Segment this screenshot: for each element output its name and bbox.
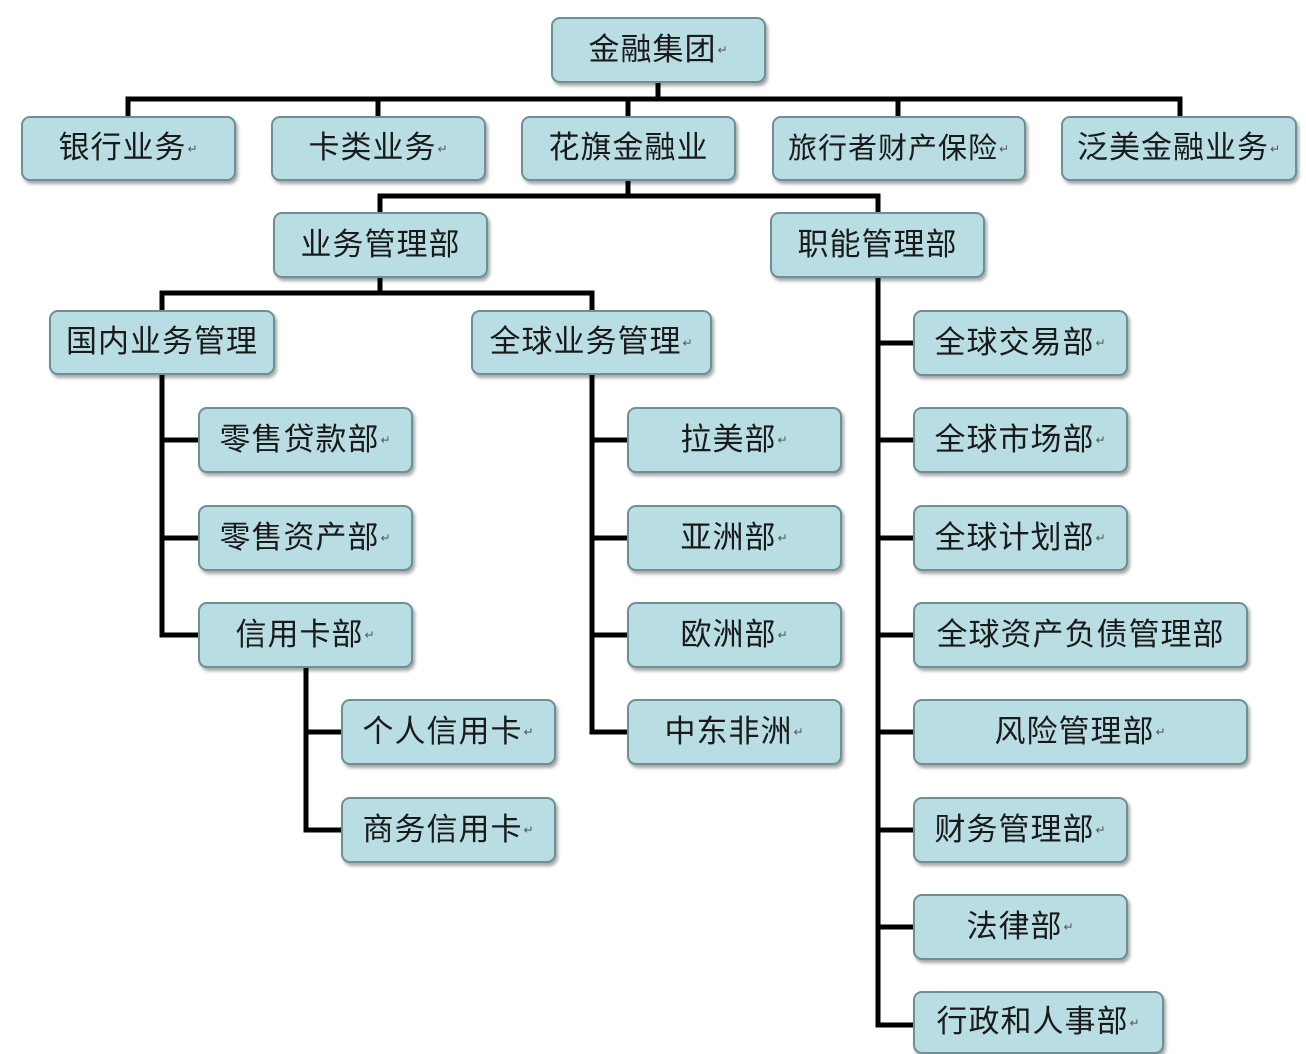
paragraph-mark-icon: ↵: [364, 628, 376, 642]
node-banking: 银行业务↵: [21, 116, 236, 181]
paragraph-mark-icon: ↵: [1155, 725, 1167, 739]
node-hr: 行政和人事部↵: [913, 991, 1164, 1054]
node-label: 零售贷款部: [219, 421, 380, 458]
node-label: 拉美部: [680, 421, 777, 458]
node-citi: 花旗金融业: [521, 116, 736, 181]
node-alm: 全球资产负债管理部: [913, 602, 1248, 668]
node-latam: 拉美部↵: [627, 407, 842, 473]
node-mea: 中东非洲↵: [627, 699, 842, 765]
node-business-card: 商务信用卡↵: [341, 797, 556, 863]
node-label: 欧洲部: [680, 616, 777, 653]
node-label: 亚洲部: [680, 519, 777, 556]
paragraph-mark-icon: ↵: [523, 725, 535, 739]
node-legal: 法律部↵: [913, 894, 1128, 960]
node-label: 泛美金融业务: [1076, 130, 1269, 166]
node-label: 旅行者财产保险: [787, 131, 998, 165]
node-global-plan: 全球计划部↵: [913, 505, 1128, 571]
paragraph-mark-icon: ↵: [777, 628, 789, 642]
paragraph-mark-icon: ↵: [380, 433, 392, 447]
paragraph-mark-icon: ↵: [717, 43, 729, 57]
node-label: 个人信用卡: [362, 713, 523, 750]
paragraph-mark-icon: ↵: [523, 823, 535, 837]
node-panam: 泛美金融业务↵: [1061, 116, 1297, 181]
paragraph-mark-icon: ↵: [777, 531, 789, 545]
node-travelers: 旅行者财产保险↵: [772, 116, 1026, 181]
node-label: 银行业务: [58, 130, 187, 166]
node-global-biz: 全球业务管理↵: [471, 310, 712, 375]
node-domestic: 国内业务管理: [49, 310, 275, 375]
node-label: 零售资产部: [219, 519, 380, 556]
paragraph-mark-icon: ↵: [437, 141, 449, 156]
node-label: 商务信用卡: [362, 811, 523, 848]
paragraph-mark-icon: ↵: [187, 141, 199, 156]
node-label: 全球计划部: [934, 519, 1095, 556]
node-credit-card: 信用卡部↵: [198, 602, 413, 668]
paragraph-mark-icon: ↵: [682, 335, 694, 350]
node-finance: 财务管理部↵: [913, 797, 1128, 863]
node-risk: 风险管理部↵: [913, 699, 1248, 765]
paragraph-mark-icon: ↵: [1129, 1015, 1141, 1030]
paragraph-mark-icon: ↵: [380, 531, 392, 545]
node-label: 全球交易部: [934, 324, 1095, 361]
node-personal-card: 个人信用卡↵: [341, 699, 556, 765]
paragraph-mark-icon: ↵: [1269, 141, 1282, 156]
node-label: 行政和人事部: [936, 1004, 1129, 1040]
node-label: 信用卡部: [235, 616, 364, 653]
node-label: 财务管理部: [934, 811, 1095, 848]
node-label: 全球市场部: [934, 421, 1095, 458]
paragraph-mark-icon: ↵: [1095, 433, 1107, 447]
node-retail-asset: 零售资产部↵: [198, 505, 413, 571]
node-cards: 卡类业务↵: [271, 116, 486, 181]
paragraph-mark-icon: ↵: [793, 725, 805, 739]
paragraph-mark-icon: ↵: [1095, 823, 1107, 837]
node-label: 金融集团: [588, 31, 717, 68]
node-retail-loan: 零售贷款部↵: [198, 407, 413, 473]
node-label: 风险管理部: [994, 713, 1155, 750]
node-label: 职能管理部: [797, 226, 958, 263]
node-label: 卡类业务: [308, 130, 437, 166]
node-label: 全球业务管理: [489, 324, 682, 360]
node-global-trade: 全球交易部↵: [913, 310, 1128, 376]
paragraph-mark-icon: ↵: [1063, 920, 1075, 934]
node-func-mgmt: 职能管理部: [770, 212, 985, 278]
node-label: 全球资产负债管理部: [936, 616, 1225, 653]
node-label: 花旗金融业: [548, 130, 709, 166]
paragraph-mark-icon: ↵: [1095, 531, 1107, 545]
paragraph-mark-icon: ↵: [998, 141, 1011, 156]
paragraph-mark-icon: ↵: [1095, 336, 1107, 350]
node-asia: 亚洲部↵: [627, 505, 842, 571]
node-root: 金融集团↵: [551, 17, 766, 83]
node-biz-mgmt: 业务管理部: [273, 212, 488, 278]
paragraph-mark-icon: ↵: [777, 433, 789, 447]
node-label: 业务管理部: [300, 226, 461, 263]
node-europe: 欧洲部↵: [627, 602, 842, 668]
node-global-market: 全球市场部↵: [913, 407, 1128, 473]
node-label: 国内业务管理: [66, 324, 258, 360]
node-label: 法律部: [966, 908, 1063, 945]
node-label: 中东非洲: [664, 713, 793, 750]
